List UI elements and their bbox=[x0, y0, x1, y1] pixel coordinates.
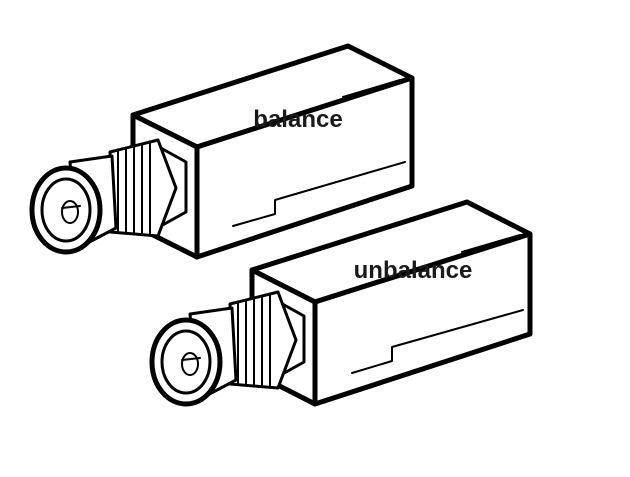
balance-box bbox=[130, 43, 415, 260]
device-unbalance: unbalance bbox=[149, 199, 533, 407]
device-balance: balance bbox=[29, 43, 415, 260]
unbalance-bnc-connector bbox=[149, 290, 306, 407]
balance-bnc-connector bbox=[29, 138, 188, 255]
unbalance-label: unbalance bbox=[354, 257, 473, 284]
balance-label: balance bbox=[253, 106, 342, 133]
unbalance-box bbox=[249, 199, 533, 407]
